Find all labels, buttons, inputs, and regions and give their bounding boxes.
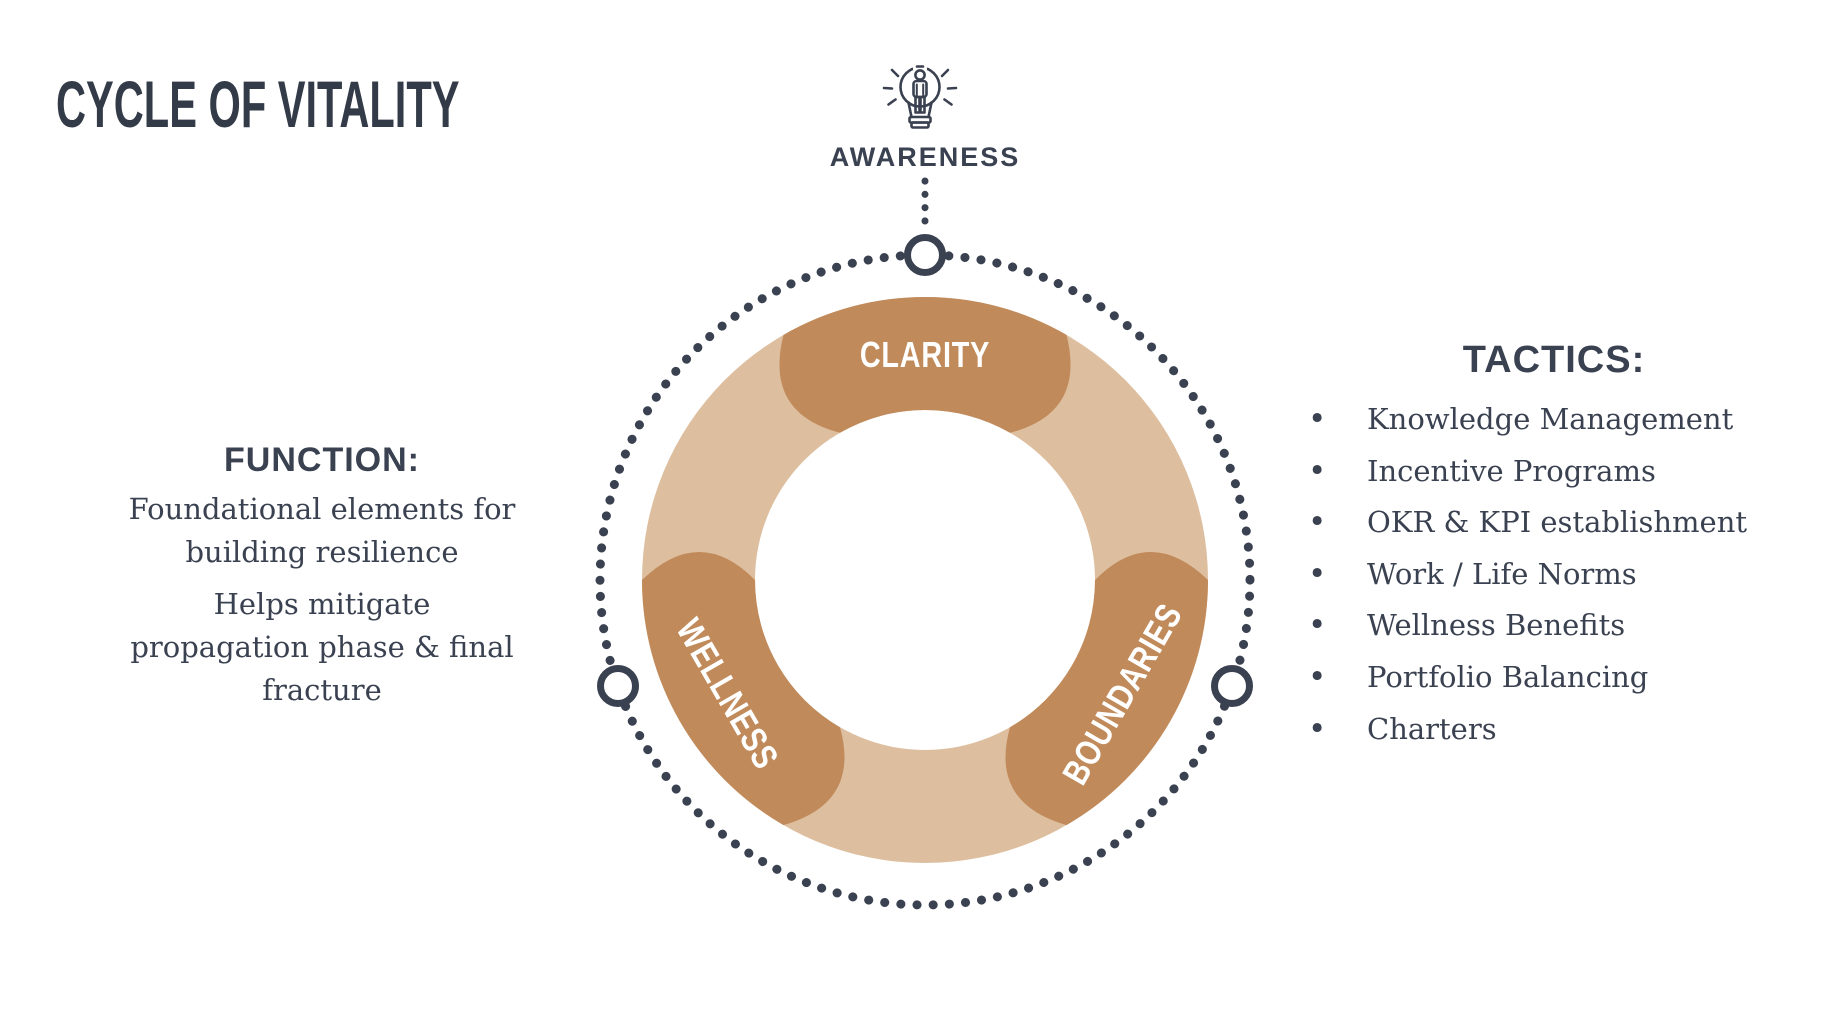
list-item: Portfolio Balancing [1304,652,1804,704]
list-item: Knowledge Management [1304,394,1804,446]
tactics-panel: TACTICS: Knowledge Management Incentive … [1304,338,1804,755]
awareness-label: AWARENESS [829,142,1021,172]
cycle-node-right [1211,665,1253,707]
list-item: Incentive Programs [1304,446,1804,498]
cycle-node-left [597,665,639,707]
list-item: Wellness Benefits [1304,600,1804,652]
function-paragraph: Helps mitigate propagation phase & final… [130,587,514,707]
page-title: CYCLE OF VITALITY [56,67,460,141]
segment-wellness [642,551,845,826]
list-item: Work / Life Norms [1304,549,1804,601]
list-item: Charters [1304,704,1804,756]
person-in-lightbulb-icon [882,62,958,129]
segment-boundaries [1005,551,1208,826]
dotted-cycle-ring [595,250,1255,910]
tactics-list: Knowledge Management Incentive Programs … [1304,394,1804,755]
function-paragraph: Foundational elements for building resil… [128,492,516,569]
function-panel: FUNCTION: Foundational elements for buil… [122,440,522,721]
tactics-heading: TACTICS: [1462,339,1646,381]
list-item: OKR & KPI establishment [1304,497,1804,549]
segment-label-clarity: CLARITY [860,334,990,375]
segment-clarity [779,296,1071,433]
function-heading: FUNCTION: [224,441,420,479]
cycle-node-top [904,234,946,276]
